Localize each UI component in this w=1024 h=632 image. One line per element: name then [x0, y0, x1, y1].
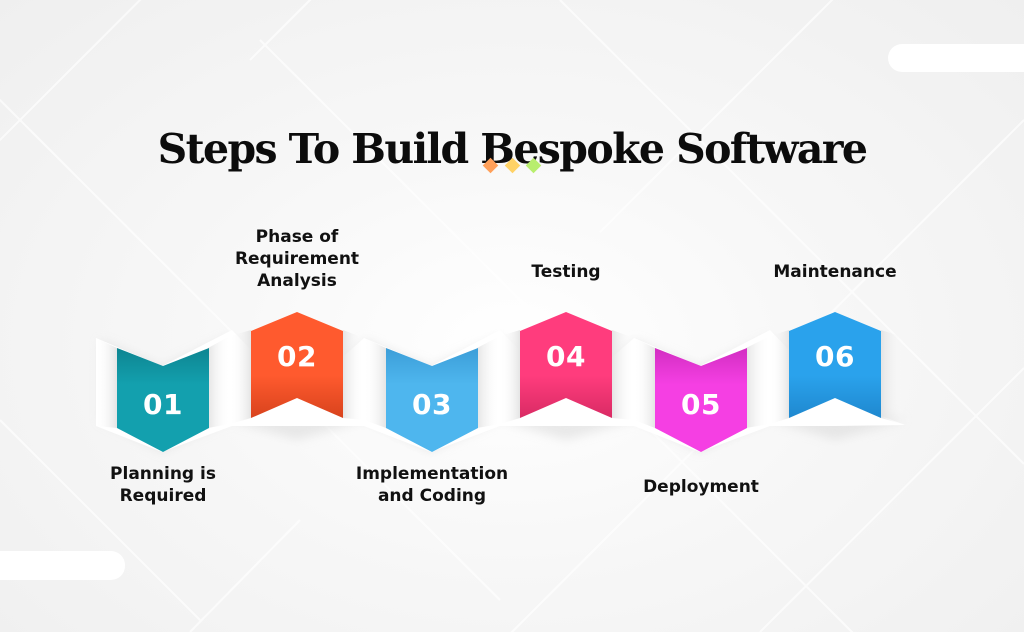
step-badge-02	[251, 312, 343, 418]
step-number-06: 06	[815, 340, 855, 373]
decorative-pill-top-right	[888, 44, 1024, 72]
step-label-01-line2: Required	[119, 486, 207, 506]
step-label-05: Deployment	[601, 476, 801, 498]
step-label-04: Testing	[466, 261, 666, 283]
step-number-01: 01	[143, 388, 183, 421]
step-label-05-line1: Deployment	[643, 477, 759, 497]
step-number-02: 02	[277, 340, 317, 373]
step-badge-03	[386, 348, 478, 453]
step-label-06: Maintenance	[735, 261, 935, 283]
step-label-02: Phase of Requirement Analysis	[197, 226, 397, 292]
step-badge-01	[117, 348, 209, 453]
step-label-06-line1: Maintenance	[773, 262, 897, 282]
step-label-03-line1: Implementation	[355, 464, 509, 484]
step-label-04-line1: Testing	[531, 262, 601, 282]
step-label-02-line1: Phase of	[255, 227, 339, 247]
decorative-pill-bottom-left	[0, 551, 125, 580]
step-label-03-line2: and Coding	[377, 486, 487, 506]
step-label-02-line2: Requirement	[234, 249, 360, 269]
step-number-04: 04	[546, 340, 586, 373]
step-badge-06	[789, 312, 881, 418]
step-label-01: Planning is Required	[63, 463, 263, 507]
step-number-05: 05	[681, 388, 721, 421]
step-badge-04	[520, 312, 612, 418]
step-badge-05	[655, 348, 747, 453]
step-label-02-line3: Analysis	[257, 271, 337, 291]
step-label-03: Implementation and Coding	[332, 463, 532, 507]
step-number-03: 03	[412, 388, 452, 421]
step-label-01-line1: Planning is	[110, 464, 216, 484]
